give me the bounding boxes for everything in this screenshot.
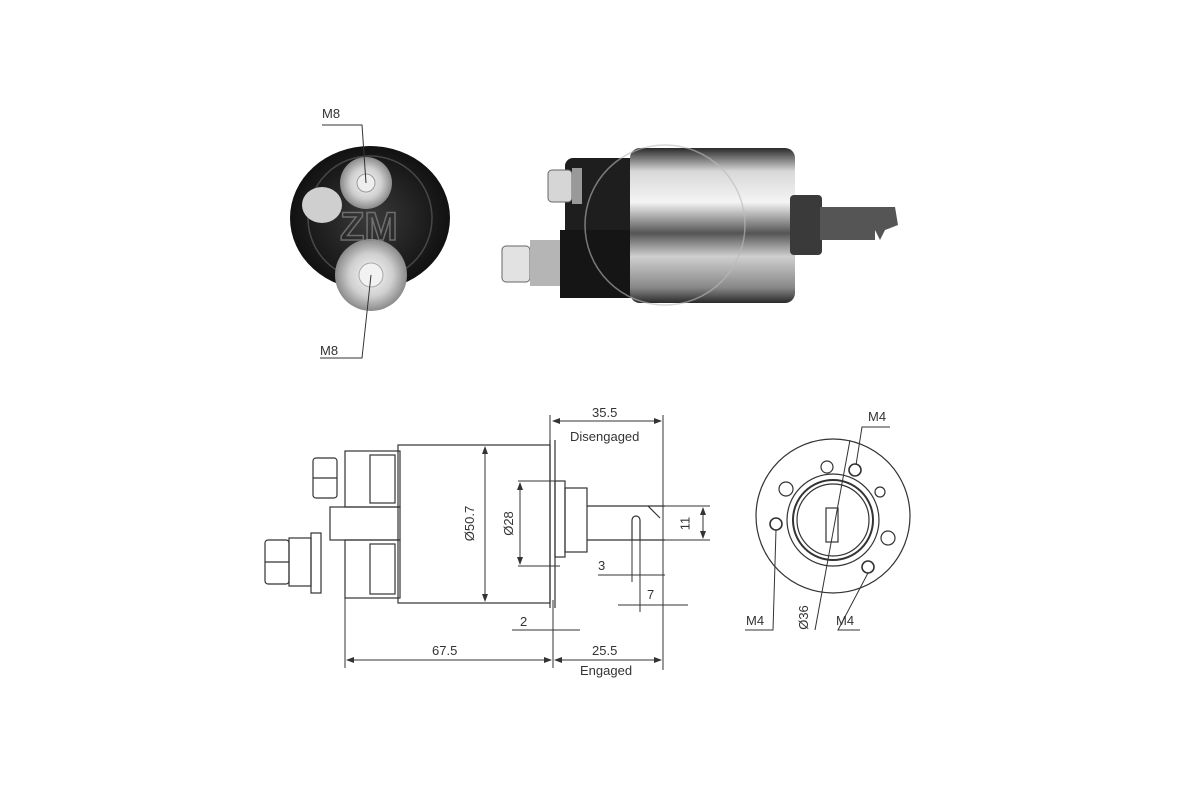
engaged-label: Engaged xyxy=(580,663,633,678)
slot-width-label: 3 xyxy=(598,558,606,573)
disengaged-length-label: 35.5 xyxy=(592,405,618,420)
m4-left-label: M4 xyxy=(746,613,765,628)
m8-top-label: M8 xyxy=(322,106,341,121)
disengaged-label: Disengaged xyxy=(570,429,640,444)
m8-bottom-label: M8 xyxy=(320,343,339,358)
bolt-circle-diameter-label: Ø36 xyxy=(795,605,811,630)
tab-height-label: 11 xyxy=(677,516,693,531)
side-drawing xyxy=(264,415,710,670)
svg-text:ZM: ZM xyxy=(340,205,398,249)
body-diameter-label: Ø50.7 xyxy=(462,505,478,542)
end-drawing xyxy=(745,426,911,631)
photo-end-view: ZM xyxy=(290,124,450,359)
plunger-diameter-label: Ø28 xyxy=(500,511,516,536)
m4-bottom-right-label: M4 xyxy=(836,613,855,628)
body-length-label: 67.5 xyxy=(432,643,458,658)
photo-side-view xyxy=(501,144,898,306)
slot-offset-label: 7 xyxy=(647,587,655,602)
engaged-length-label: 25.5 xyxy=(592,643,618,658)
m4-top-right-label: M4 xyxy=(868,409,887,424)
flange-thickness-label: 2 xyxy=(520,614,528,629)
